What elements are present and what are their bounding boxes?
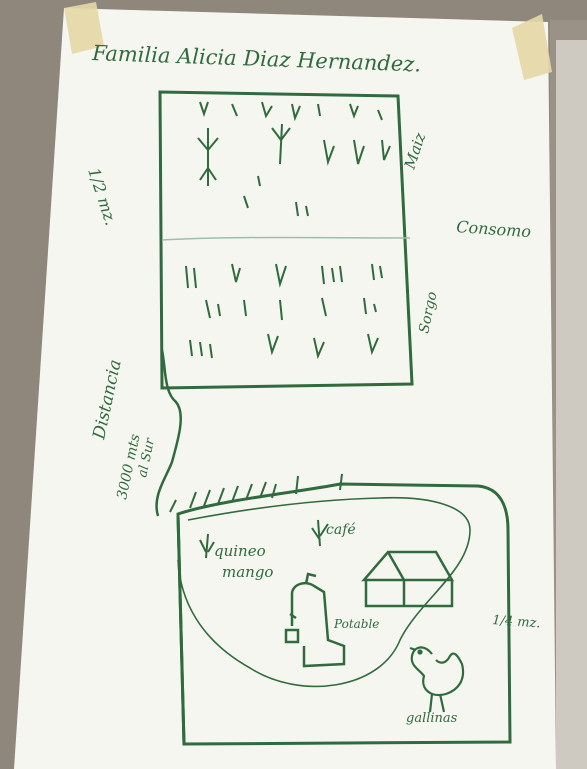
adjacent-paper [556,40,587,769]
cafe-label: café [326,522,356,538]
paper-sheet [14,8,556,769]
potable-label: Potable [333,617,379,631]
gallinas-label: gallinas [406,711,458,726]
quineo-label: quineo [214,542,266,560]
mango-label: mango [222,563,273,581]
